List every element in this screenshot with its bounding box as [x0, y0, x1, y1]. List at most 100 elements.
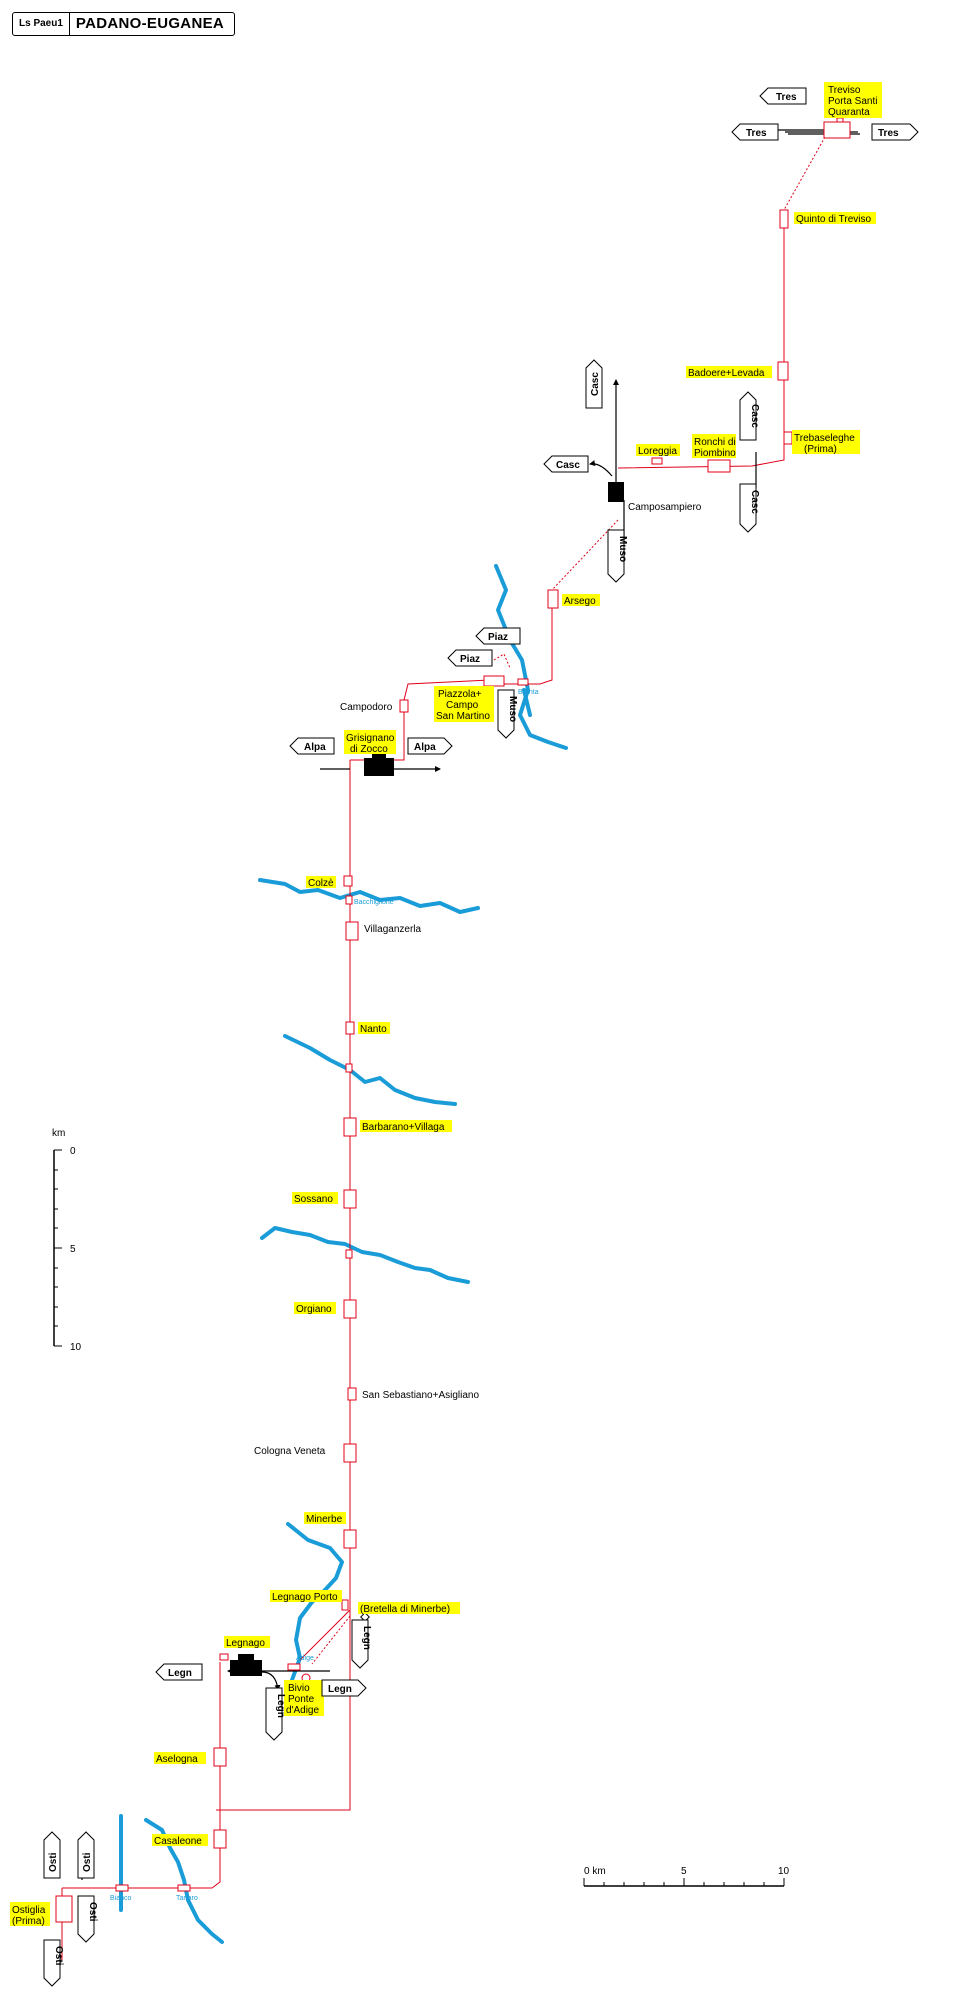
river-tributary-sossano — [260, 1226, 470, 1284]
stn-sym-barbarano — [343, 1117, 357, 1137]
svg-text:Casc: Casc — [590, 372, 601, 396]
stn-sym-sossano-bridge — [345, 1249, 353, 1259]
label-minerbe: Minerbe — [306, 1514, 343, 1525]
sign-casc-east-top — [739, 391, 757, 441]
svg-text:Osti: Osti — [48, 1852, 59, 1872]
sign-casc-west — [543, 455, 589, 473]
svg-text:Legn: Legn — [328, 1684, 352, 1695]
rail-treviso-quinto — [783, 136, 826, 211]
stn-sym-treviso — [823, 121, 851, 139]
stn-sym-sansebastiano — [347, 1387, 357, 1401]
line-name: PADANO-EUGANEA — [75, 15, 225, 32]
stn-sym-river-bridge — [345, 1063, 353, 1073]
label-treviso-3: Quaranta — [828, 107, 870, 118]
map-title-box: Ls Paeu1 PADANO-EUGANEA — [12, 12, 236, 36]
stn-sym-brenta-bridge — [517, 678, 529, 686]
stn-sym-bacchiglione-bridge — [345, 895, 353, 905]
sign-osti-bottom — [43, 1939, 61, 1987]
label-bretella: (Bretella di Minerbe) — [360, 1604, 450, 1615]
vertical-scale: km 0 5 10 — [52, 1128, 82, 1353]
stn-sym-camposampiero — [608, 482, 624, 502]
svg-text:Legn: Legn — [275, 1694, 286, 1718]
sign-legn-west — [155, 1663, 203, 1681]
rail-legnago-ostiglia — [62, 1662, 221, 1889]
label-casaleone: Casaleone — [154, 1836, 202, 1847]
label-ronchi-1: Ronchi di — [694, 437, 736, 448]
hscale-tick-10: 10 — [778, 1866, 790, 1877]
stn-sym-arsego — [547, 589, 559, 609]
line-legn-south — [261, 1671, 281, 1691]
svg-text:Alpa: Alpa — [304, 742, 326, 753]
line-code: Ls Paeu1 — [13, 13, 70, 35]
river-brenta-upper — [522, 688, 532, 717]
svg-text:Casc: Casc — [556, 460, 580, 471]
svg-text:Osti: Osti — [53, 1946, 64, 1966]
stn-sym-cologna — [343, 1443, 357, 1463]
stn-sym-minerbe — [343, 1529, 357, 1549]
stn-sym-campodoro — [399, 699, 409, 713]
sign-legn-bretella — [351, 1619, 369, 1669]
label-piazzola-2: Campo — [446, 700, 479, 711]
svg-text:Alpa: Alpa — [414, 742, 436, 753]
stn-sym-tartaro-bridge — [177, 1884, 191, 1892]
svg-text:Tres: Tres — [878, 128, 899, 139]
sign-osti-left-top — [43, 1831, 61, 1879]
river-tributary-nanto — [283, 1034, 457, 1106]
label-river-tartaro: Tartaro — [176, 1895, 198, 1902]
label-ronchi-2: Piombino — [694, 448, 736, 459]
label-loreggia: Loreggia — [638, 446, 677, 457]
stn-sym-nanto — [345, 1021, 355, 1035]
label-colze: Colzè — [308, 878, 334, 889]
sign-legn-south — [265, 1687, 283, 1741]
label-bivio-1: Bivio — [288, 1683, 310, 1694]
label-treviso-1: Treviso — [828, 85, 861, 96]
svg-text:Muso: Muso — [507, 696, 518, 722]
label-sansebastiano: San Sebastiano+Asigliano — [362, 1390, 479, 1401]
line-casc-west — [589, 460, 613, 477]
label-trebaseleghe-2: (Prima) — [804, 444, 837, 455]
label-aselogna: Aselogna — [156, 1754, 198, 1765]
stn-sym-badoere — [777, 361, 789, 381]
label-river-bianco: Bianco — [110, 1895, 132, 1902]
svg-text:Tres: Tres — [776, 92, 797, 103]
label-grisignano-2: di Zocco — [350, 744, 388, 755]
sign-casc-east-bottom — [739, 483, 757, 533]
svg-text:Legn: Legn — [361, 1626, 372, 1650]
stn-sym-ostiglia — [55, 1895, 73, 1923]
vscale-tick-0: 0 — [70, 1146, 76, 1157]
stn-sym-legnago — [230, 1660, 262, 1676]
label-bivio-3: d'Adige — [286, 1705, 319, 1716]
hscale-tick-0: 0 km — [584, 1866, 606, 1877]
label-camposampiero: Camposampiero — [628, 502, 702, 513]
label-campodoro: Campodoro — [340, 702, 393, 713]
label-bivio-2: Ponte — [288, 1694, 315, 1705]
vscale-tick-5: 5 — [70, 1244, 76, 1255]
sign-casc-north — [585, 359, 603, 409]
river-bacchiglione — [258, 878, 480, 914]
sign-alpa-east — [407, 737, 453, 755]
river-brenta — [494, 564, 568, 750]
stn-sym-aselogna — [213, 1747, 227, 1767]
railway-lines — [61, 136, 826, 1960]
stn-sym-villaganzerla — [345, 921, 359, 941]
svg-text:Osti: Osti — [82, 1852, 93, 1872]
label-villaganzerla: Villaganzerla — [364, 924, 422, 935]
horizontal-scale: 0 km 5 10 — [583, 1866, 790, 1887]
label-treviso-2: Porta Santi — [828, 96, 877, 107]
sign-piaz-upper — [475, 627, 521, 645]
sign-muso-camposampiero — [607, 529, 625, 583]
svg-text:Muso: Muso — [617, 536, 628, 562]
stn-sym-trebaseleghe — [783, 431, 793, 445]
label-piazzola-1: Piazzola+ — [438, 689, 482, 700]
rail-quinto-camposampiero — [617, 210, 785, 469]
label-grisignano-1: Grisignano — [346, 733, 395, 744]
label-ostiglia-2: (Prima) — [12, 1916, 45, 1927]
label-legnagoporto: Legnago Porto — [272, 1592, 338, 1603]
stn-sym-legnago-red — [219, 1653, 229, 1661]
rail-bretella — [299, 1608, 351, 1661]
hscale-tick-5: 5 — [681, 1866, 687, 1877]
label-barbarano: Barbarano+Villaga — [362, 1122, 445, 1133]
sign-tres-top — [759, 87, 807, 105]
stn-sym-quinto — [779, 209, 789, 229]
stn-sym-sossano — [343, 1189, 357, 1209]
